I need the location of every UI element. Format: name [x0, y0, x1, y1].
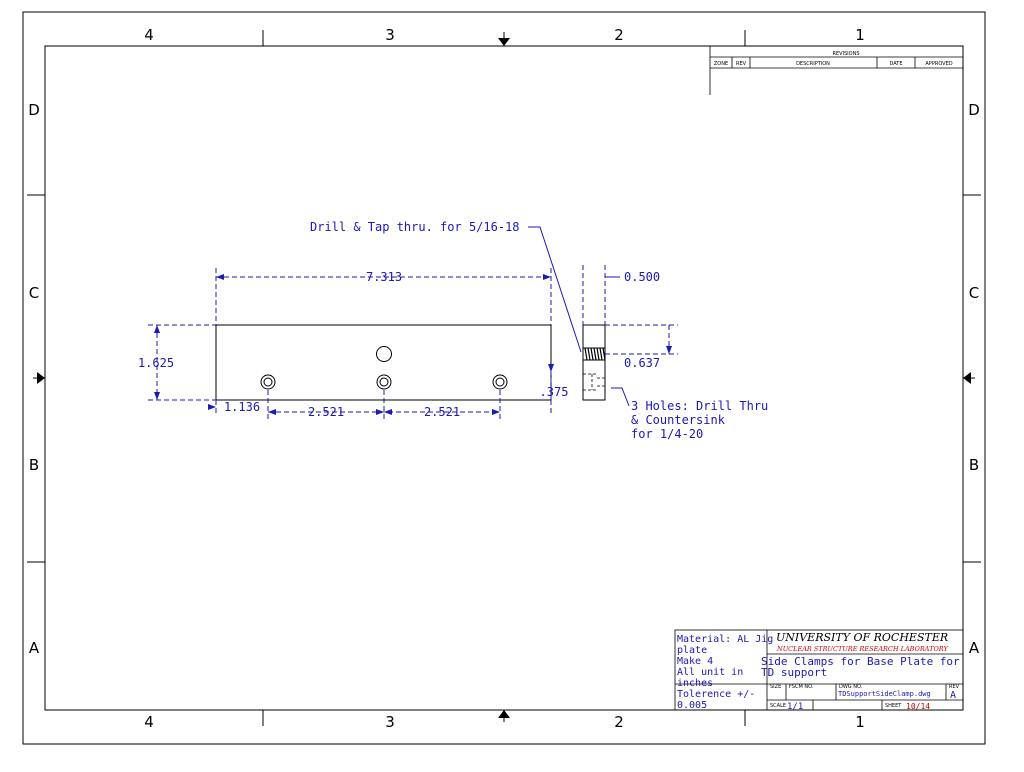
rev-header-rev: REV	[736, 61, 747, 67]
zone-col-bottom-1: 1	[855, 713, 865, 731]
note-material: Material: AL Jig	[677, 634, 773, 645]
column-ticks	[262, 30, 746, 726]
title-block-lines	[674, 629, 964, 711]
side-outline	[582, 324, 606, 401]
leader-lines	[528, 226, 630, 407]
rev-label: REV	[949, 684, 960, 690]
outer-frame	[22, 11, 986, 745]
zone-col-bottom-2: 2	[614, 713, 624, 731]
note-drill-tap: Drill & Tap thru. for 5/16-18	[310, 220, 520, 234]
thread-hatch	[584, 347, 606, 361]
note-tolerance: Tolerence +/-	[677, 689, 755, 700]
zone-col-top-2: 2	[614, 26, 624, 44]
zone-col-top-4: 4	[144, 26, 154, 44]
university-name: UNIVERSITY OF ROCHESTER	[776, 631, 948, 644]
size-label: SIZE	[770, 684, 781, 690]
note-quantity: Make 4	[677, 656, 713, 667]
dwg-label: DWG NO.	[839, 684, 863, 690]
sheet-value: 10/14	[906, 702, 930, 711]
rev-header-approved: APPROVED	[925, 61, 952, 67]
dimension-lines	[148, 265, 678, 420]
hidden-hole-lines	[583, 373, 605, 391]
fscm-label: FSCM NO.	[789, 684, 814, 690]
dim-tap-height: 0.637	[624, 356, 660, 370]
zone-col-top-1: 1	[855, 26, 865, 44]
note-holes-line-1: 3 Holes: Drill Thru	[631, 399, 768, 413]
zone-row-left-a: A	[29, 639, 40, 657]
zone-col-top-3: 3	[385, 26, 395, 44]
tapped-hole	[376, 346, 392, 362]
rev-header-zone: ZONE	[714, 61, 728, 67]
note-tolerance-value: 0.005	[677, 700, 707, 711]
zone-col-bottom-4: 4	[144, 713, 154, 731]
revisions-table	[709, 46, 963, 95]
sheet-label: SHEET	[885, 703, 902, 709]
centering-arrows	[33, 32, 975, 722]
zone-col-bottom-3: 3	[385, 713, 395, 731]
zone-row-right-c: C	[969, 284, 979, 302]
scale-label: SCALE	[770, 703, 786, 709]
note-units-cont: inches	[677, 678, 713, 689]
note-units: All unit in	[677, 667, 743, 678]
revisions-title: REVISIONS	[832, 51, 859, 57]
note-holes-line-2: & Countersink	[631, 413, 726, 427]
countersunk-holes	[260, 374, 508, 390]
zone-row-left-c: C	[29, 284, 39, 302]
dim-thickness: 0.500	[624, 270, 660, 284]
inner-frame	[44, 45, 964, 711]
zone-row-right-a: A	[969, 639, 980, 657]
dim-height: 1.625	[138, 356, 174, 370]
zone-row-right-b: B	[969, 456, 979, 474]
dwg-number: TDSupportSideClamp.dwg	[838, 690, 931, 698]
row-ticks	[27, 194, 981, 563]
title-block-notes: Material: AL Jig plate Make 4 All unit i…	[677, 634, 773, 711]
zone-row-left-b: B	[29, 456, 39, 474]
scale-value: 1/1	[787, 702, 803, 712]
lab-name: NUCLEAR STRUCTURE RESEARCH LABORATORY	[776, 645, 948, 653]
dim-end-offset: 1.136	[224, 400, 260, 414]
rev-value: A	[950, 690, 956, 701]
drawing-title-line-2: TD support	[761, 666, 827, 679]
dim-spacing-2: 2.521	[424, 405, 460, 419]
rev-header-date: DATE	[889, 61, 902, 67]
dim-overall-length: 7.313	[366, 270, 402, 284]
dim-spacing-1: 2.521	[308, 405, 344, 419]
dimension-arrows	[154, 274, 672, 415]
note-material-cont: plate	[677, 645, 707, 656]
side-view	[582, 324, 606, 401]
zone-row-right-d: D	[968, 101, 980, 119]
dim-hole-height: .375	[540, 385, 569, 399]
front-view	[215, 324, 552, 401]
zone-row-left-d: D	[28, 101, 40, 119]
note-holes-line-3: for 1/4-20	[631, 427, 703, 441]
rev-header-description: DESCRIPTION	[796, 61, 830, 67]
drawing-title-line-1: Side Clamps for Base Plate for	[761, 655, 960, 668]
